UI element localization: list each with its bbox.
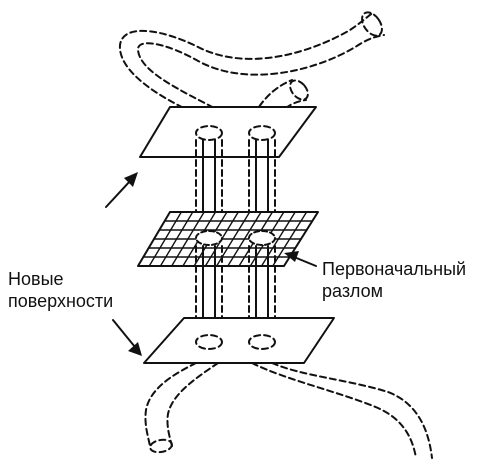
tube-upper-left — [120, 9, 386, 116]
label-new-surfaces-line1: Новые — [8, 268, 64, 290]
tube-lower-right — [252, 363, 432, 458]
arrow-to-lower-surface — [113, 320, 142, 356]
upper-surface — [140, 107, 316, 157]
lower-surface — [144, 318, 334, 363]
label-new-surfaces-line2: поверхности — [8, 290, 113, 312]
arrow-to-upper-surface — [106, 172, 138, 207]
label-original-break-line2: разлом — [322, 280, 383, 302]
label-original-break-line1: Первоначальный — [322, 258, 466, 280]
tube-lower-left — [145, 363, 218, 454]
